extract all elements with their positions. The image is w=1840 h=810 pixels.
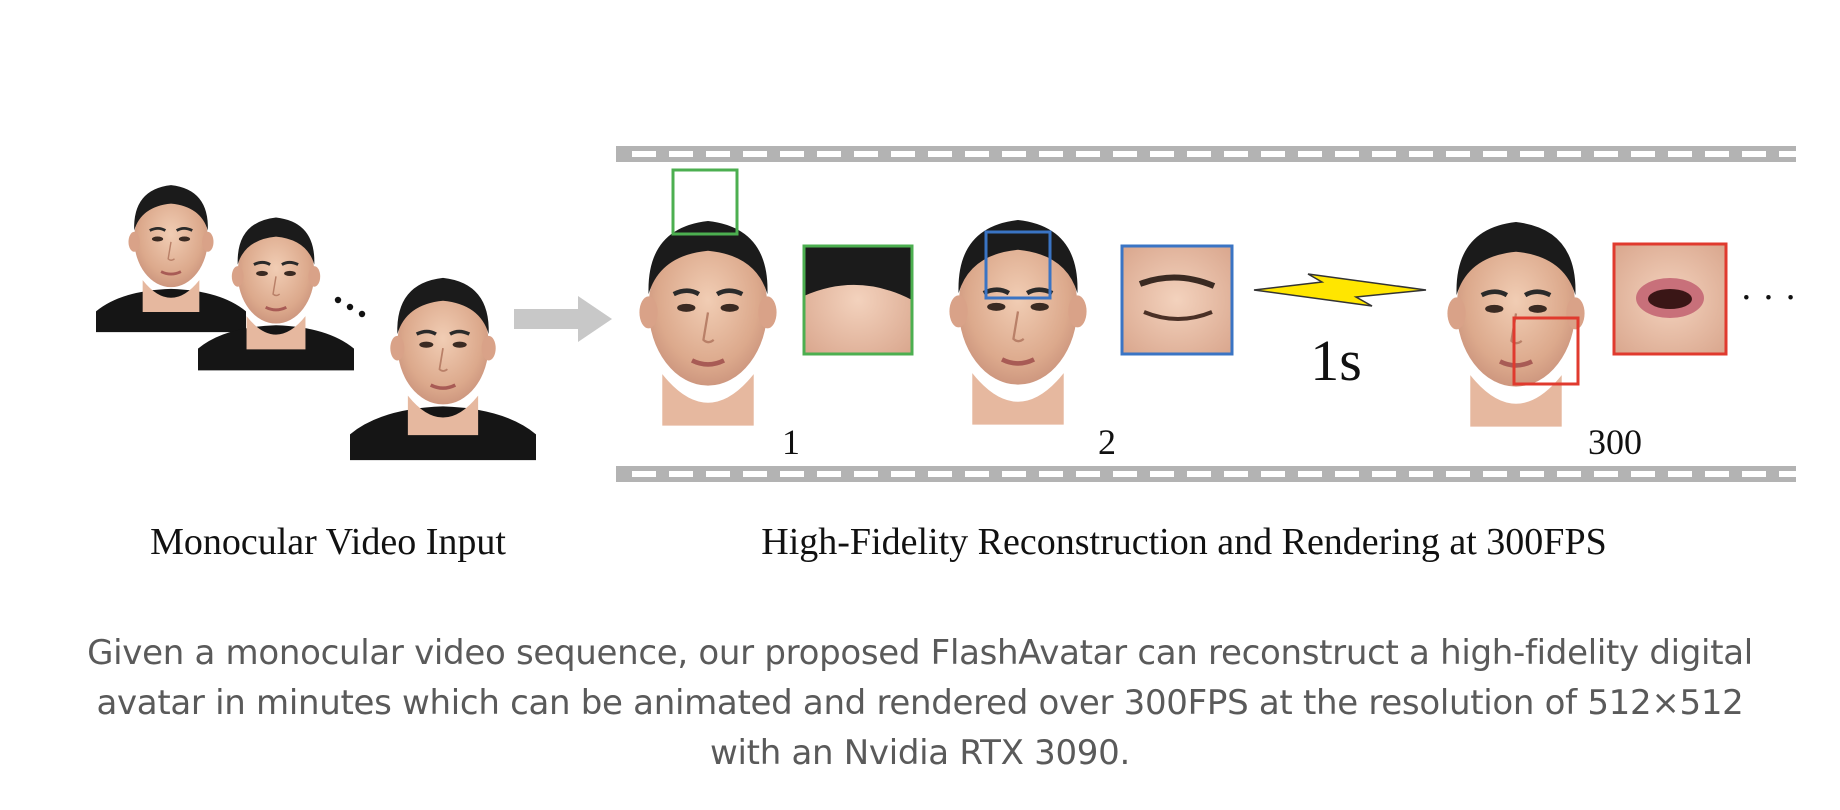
film-sprocket-hole	[1779, 471, 1803, 477]
film-sprocket-hole	[1372, 471, 1396, 477]
film-sprocket-hole	[1483, 471, 1507, 477]
film-sprocket-hole	[1039, 151, 1063, 157]
film-sprocket-hole	[854, 471, 878, 477]
frame-number-2: 2	[1098, 422, 1116, 462]
input-frames	[96, 185, 536, 460]
film-sprocket-hole	[1261, 471, 1285, 477]
film-sprocket-hole	[669, 471, 693, 477]
film-sprocket-hole	[817, 471, 841, 477]
film-sprocket-hole	[706, 471, 730, 477]
film-sprocket-hole	[1002, 471, 1026, 477]
film-sprocket-hole	[1705, 471, 1729, 477]
input-frame-1	[96, 185, 246, 332]
frame-number-3: 300	[1588, 422, 1642, 462]
film-sprocket-hole	[1335, 471, 1359, 477]
film-sprocket-hole	[1705, 151, 1729, 157]
input-caption: Monocular Video Input	[150, 521, 506, 563]
input-frame-2	[198, 217, 354, 370]
film-sprocket-hole	[1076, 151, 1100, 157]
film-sprocket-hole	[1446, 471, 1470, 477]
film-sprocket-hole	[891, 471, 915, 477]
film-sprocket-hole	[1483, 151, 1507, 157]
film-sprocket-hole	[1409, 151, 1433, 157]
film-sprocket-hole	[854, 151, 878, 157]
film-sprocket-hole	[1224, 151, 1248, 157]
film-sprocket-hole	[632, 471, 656, 477]
film-sprocket-hole	[1742, 471, 1766, 477]
film-sprocket-hole	[817, 151, 841, 157]
film-sprocket-hole	[632, 151, 656, 157]
film-sprocket-hole	[1742, 151, 1766, 157]
zoom-eye	[1120, 244, 1234, 356]
render-frame-3: 300	[1447, 222, 1728, 462]
film-sprocket-hole	[1335, 151, 1359, 157]
film-sprocket-hole	[1187, 471, 1211, 477]
film-sprocket-hole	[1594, 151, 1618, 157]
film-sprocket-hole	[965, 471, 989, 477]
frame-number-1: 1	[782, 422, 800, 462]
film-sprocket-hole	[1002, 151, 1026, 157]
film-sprocket-hole	[1446, 151, 1470, 157]
output-caption: High-Fidelity Reconstruction and Renderi…	[761, 521, 1606, 563]
film-sprocket-hole	[1668, 471, 1692, 477]
film-sprocket-hole	[1409, 471, 1433, 477]
film-sprocket-hole	[1372, 151, 1396, 157]
film-sprocket-hole	[706, 151, 730, 157]
render-frame-2: 2	[949, 220, 1234, 462]
input-ellipsis-dots	[334, 296, 366, 318]
film-sprocket-hole	[1520, 151, 1544, 157]
zoom-hair	[802, 244, 914, 356]
film-sprocket-hole	[1557, 151, 1581, 157]
film-sprocket-hole	[1520, 471, 1544, 477]
film-sprocket-hole	[1187, 151, 1211, 157]
film-sprocket-hole	[1039, 471, 1063, 477]
film-sprocket-hole	[1779, 151, 1803, 157]
zoom-mouth	[1612, 242, 1728, 356]
input-frame-3	[350, 278, 536, 460]
figure-caption: Given a monocular video sequence, our pr…	[87, 633, 1753, 773]
film-sprocket-hole	[1224, 471, 1248, 477]
film-sprocket-hole	[780, 471, 804, 477]
film-sprocket-hole	[1150, 471, 1174, 477]
film-sprocket-hole	[1298, 471, 1322, 477]
film-sprocket-hole	[965, 151, 989, 157]
render-frame-1: 1	[639, 168, 914, 462]
green-crop-box	[671, 168, 739, 236]
film-sprocket-hole	[1631, 471, 1655, 477]
output-ellipsis: · · ·	[1740, 277, 1797, 319]
film-sprocket-hole	[743, 151, 767, 157]
film-sprocket-hole	[1113, 471, 1137, 477]
film-sprocket-hole	[928, 151, 952, 157]
film-sprocket-hole	[669, 151, 693, 157]
film-sprocket-hole	[1668, 151, 1692, 157]
film-sprocket-hole	[1150, 151, 1174, 157]
film-sprocket-hole	[1557, 471, 1581, 477]
blue-crop-box	[984, 230, 1052, 300]
film-strip	[616, 146, 1803, 482]
film-sprocket-hole	[780, 151, 804, 157]
film-sprocket-hole	[928, 471, 952, 477]
film-sprocket-hole	[891, 151, 915, 157]
arrow-right-icon	[514, 296, 612, 342]
film-sprocket-hole	[1631, 151, 1655, 157]
lightning-bolt-icon	[1253, 273, 1427, 307]
time-label: 1s	[1310, 328, 1362, 393]
film-sprocket-hole	[1076, 471, 1100, 477]
film-sprocket-hole	[743, 471, 767, 477]
red-crop-box	[1512, 316, 1580, 386]
film-sprocket-hole	[1113, 151, 1137, 157]
film-sprocket-hole	[1298, 151, 1322, 157]
film-sprocket-hole	[1261, 151, 1285, 157]
film-sprocket-hole	[1594, 471, 1618, 477]
